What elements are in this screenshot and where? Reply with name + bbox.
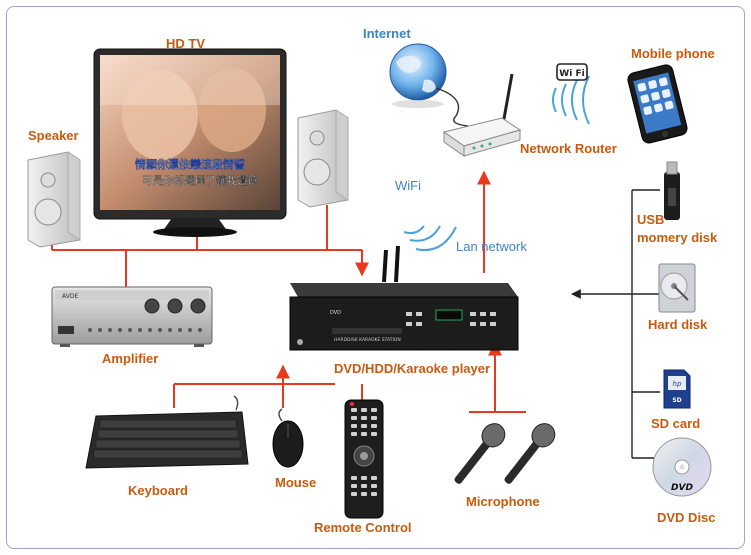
amplifier: AVDE bbox=[51, 286, 213, 347]
connector-lines bbox=[51, 170, 526, 413]
left-speaker bbox=[27, 151, 81, 248]
wifi-badge: Wi Fi bbox=[556, 63, 588, 81]
player-dvd-logo: DVD bbox=[330, 310, 341, 316]
network-router-label: Network Router bbox=[520, 141, 617, 156]
internet-globe bbox=[389, 43, 469, 127]
sd-card: hp SD bbox=[663, 369, 691, 409]
hd-tv: 情願你還依戀這段情誓 可是你卻選擇了讓我遺憾 bbox=[93, 48, 287, 237]
hard-disk bbox=[658, 263, 696, 313]
tv-subtitle-line2: 可是你卻選擇了讓我遺憾 bbox=[142, 174, 258, 187]
sd-logo: hp bbox=[673, 380, 682, 388]
usb-disk bbox=[664, 161, 680, 220]
hd-tv-label: HD TV bbox=[166, 36, 205, 51]
keyboard-label: Keyboard bbox=[128, 483, 188, 498]
network-router bbox=[442, 73, 522, 157]
amp-brand: AVDE bbox=[62, 293, 78, 300]
wifi-label: WiFi bbox=[395, 178, 421, 193]
internet-label: Internet bbox=[363, 26, 411, 41]
usb-label-line2: momery disk bbox=[637, 230, 718, 245]
mobile-phone bbox=[627, 64, 688, 144]
mouse-label: Mouse bbox=[275, 475, 317, 490]
player-label: DVD/HDD/Karaoke player bbox=[334, 361, 491, 376]
remote-control-label: Remote Control bbox=[314, 520, 412, 535]
speaker-label: Speaker bbox=[28, 128, 79, 143]
storage-lines bbox=[571, 189, 662, 459]
dvd-disc: DVD bbox=[652, 437, 712, 497]
mobile-phone-label: Mobile phone bbox=[631, 46, 715, 61]
wifi-badge-text: Wi Fi bbox=[559, 69, 584, 79]
mouse bbox=[272, 408, 304, 468]
tv-subtitle-line1: 情願你還依戀這段情誓 bbox=[135, 157, 245, 171]
player-brand: HARDDISK KARAOKE STATION bbox=[334, 337, 401, 343]
remote-control bbox=[344, 399, 384, 519]
right-speaker bbox=[297, 109, 349, 208]
hard-disk-label: Hard disk bbox=[648, 317, 708, 332]
dvd-disc-label: DVD Disc bbox=[657, 510, 716, 525]
microphone-label: Microphone bbox=[466, 494, 540, 509]
player-wifi-arcs bbox=[403, 225, 457, 251]
amplifier-label: Amplifier bbox=[102, 351, 159, 366]
karaoke-player: DVD HARDDISK KARAOKE STATION bbox=[289, 245, 519, 351]
microphones bbox=[454, 423, 556, 484]
keyboard bbox=[85, 395, 249, 469]
sd-text: SD bbox=[672, 397, 681, 404]
dvd-logo: DVD bbox=[671, 483, 693, 493]
lan-network-label: Lan network bbox=[456, 239, 527, 254]
usb-label-line1: USB bbox=[637, 212, 665, 227]
sd-card-label: SD card bbox=[651, 416, 701, 431]
wifi-signal-arcs bbox=[552, 75, 590, 125]
